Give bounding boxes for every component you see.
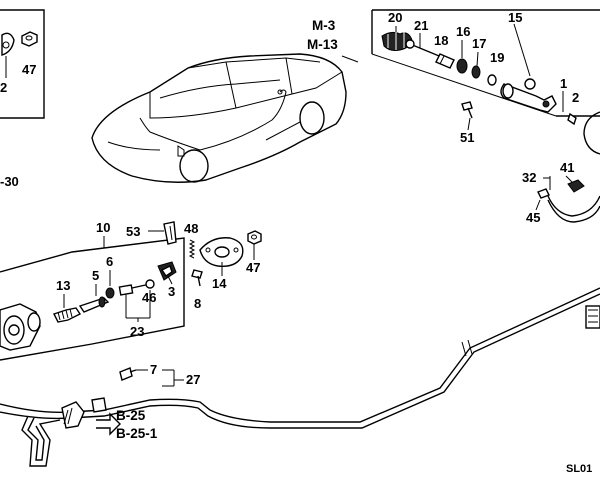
ref-b25: B-25 — [116, 408, 146, 423]
part-label-19: 19 — [490, 50, 504, 65]
switch-icon — [191, 269, 203, 287]
seal-icon — [487, 74, 497, 86]
part-label-14: 14 — [212, 276, 227, 291]
spring-icon-2 — [53, 307, 82, 323]
part-label-46: 46 — [142, 290, 156, 305]
return-spring-icon — [188, 239, 196, 259]
bolt-icon-2 — [119, 367, 137, 381]
washer-icon — [105, 287, 115, 299]
part-label-53: 53 — [126, 224, 140, 239]
part-label-7: 7 — [150, 362, 157, 377]
push-rod-icon-2 — [78, 296, 110, 313]
top-left-partial-box: 47 2 — [0, 9, 45, 119]
ref-b25-1: B-25-1 — [116, 426, 158, 441]
part-label-16: 16 — [456, 24, 470, 39]
master-cylinder-icon — [0, 303, 41, 351]
part-label-27: 27 — [186, 372, 200, 387]
part-label-41: 41 — [560, 160, 574, 175]
master-cylinder-assembly-box: 10 13 5 6 46 — [0, 220, 185, 361]
part-label-1: 1 — [560, 76, 567, 91]
diagram-code: SL01 — [566, 463, 592, 475]
gasket-icon — [199, 237, 244, 267]
part-label-10: 10 — [96, 220, 110, 235]
part-label-17: 17 — [472, 36, 486, 51]
part-label-2: 2 — [572, 90, 579, 105]
bolt-icon — [461, 101, 473, 119]
bleeder-screw-icon — [567, 112, 577, 126]
part-label-8: 8 — [194, 296, 201, 311]
ref-m3: M-3 — [312, 18, 336, 33]
slave-cylinder-assembly-box: 15 20 21 18 16 — [371, 9, 600, 155]
clip-icon — [163, 221, 177, 245]
push-rod-icon — [405, 39, 445, 59]
piston-icon — [435, 53, 455, 69]
slave-cylinder-icon — [500, 78, 557, 113]
nut-icon-2 — [247, 230, 262, 245]
dust-boot-icon — [381, 31, 413, 51]
yoke-pin-icon — [118, 279, 155, 296]
part-label-15: 15 — [508, 10, 522, 25]
part-label-23: 23 — [130, 324, 144, 339]
part-label-6: 6 — [106, 254, 113, 269]
nut-icon — [21, 31, 38, 47]
part-label-32: 32 — [522, 170, 536, 185]
part-label-20: 20 — [388, 10, 402, 25]
part-label-48: 48 — [184, 221, 198, 236]
piston-cup-icon — [456, 58, 468, 74]
spring-icon — [471, 65, 481, 79]
part-label-47-lower: 47 — [246, 260, 260, 275]
car-outline — [91, 53, 359, 183]
part-label-18: 18 — [434, 33, 448, 48]
part-label-5: 5 — [92, 268, 99, 283]
part-label-3: 3 — [168, 284, 175, 299]
edge-label-partial: 2 — [0, 80, 7, 95]
clevis-icon — [157, 261, 177, 281]
hose-fitting-icon — [537, 179, 585, 199]
clutch-pipe — [0, 287, 600, 467]
part-label-45: 45 — [526, 210, 540, 225]
clutch-hose-group: 41 32 45 — [522, 160, 600, 225]
part-label-13: 13 — [56, 278, 70, 293]
ref-m13: M-13 — [307, 37, 338, 52]
part-label-51: 51 — [460, 130, 474, 145]
part-label-21: 21 — [414, 18, 428, 33]
reference-b: B-25 B-25-1 — [96, 408, 158, 441]
reference-m: M-3 M-13 — [307, 18, 338, 52]
edge-label-left: -30 — [0, 174, 19, 189]
part-label-47: 47 — [22, 62, 36, 77]
